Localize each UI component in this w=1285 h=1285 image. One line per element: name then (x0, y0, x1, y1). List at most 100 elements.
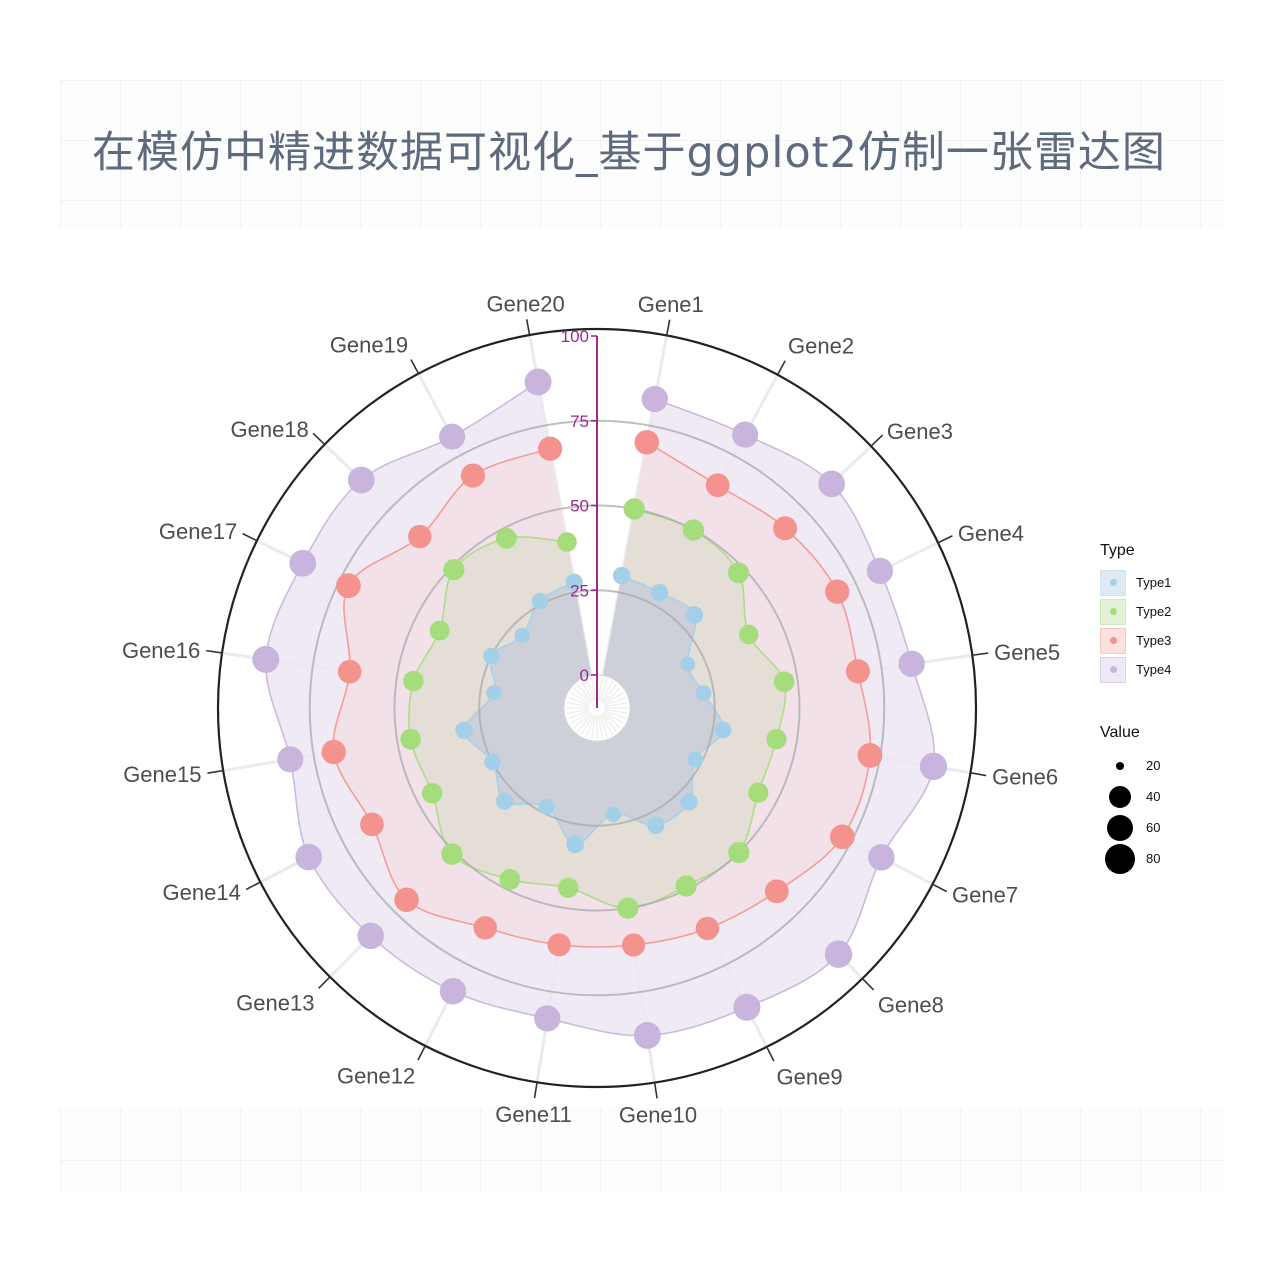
category-label-gene9: Gene9 (777, 1065, 843, 1090)
data-point-type3 (336, 573, 361, 599)
radial-axis-label: 50 (570, 497, 589, 516)
data-point-type4 (439, 978, 467, 1005)
data-point-type3 (460, 463, 485, 488)
data-point-type1 (486, 685, 502, 701)
data-point-type1 (495, 792, 514, 810)
radial-axis-label: 0 (580, 666, 589, 685)
value-legend-item-80: 80 (1100, 843, 1210, 874)
data-point-type1 (695, 685, 712, 701)
data-point-type2 (403, 670, 424, 692)
label-leader (932, 883, 948, 893)
data-point-type3 (634, 430, 659, 455)
center-hole-tick (576, 713, 593, 733)
legend-key-type3 (1100, 627, 1126, 654)
data-point-type1 (685, 606, 704, 624)
category-label-gene14: Gene14 (163, 880, 241, 905)
category-label-gene2: Gene2 (788, 333, 854, 358)
legend-label-type1: Type1 (1136, 575, 1172, 590)
legend-label-type4: Type4 (1136, 662, 1172, 677)
data-point-type1 (613, 566, 631, 585)
data-point-type1 (566, 835, 585, 854)
data-point-type3 (473, 916, 497, 940)
category-label-gene10: Gene10 (619, 1102, 697, 1127)
data-point-type1 (687, 751, 704, 768)
data-point-type2 (499, 869, 521, 890)
center-hole-tick (580, 680, 594, 702)
label-leader (242, 532, 258, 542)
category-label-gene12: Gene12 (337, 1063, 415, 1088)
label-leader (972, 652, 989, 657)
data-point-type4 (524, 368, 552, 396)
radial-axis-label: 100 (561, 327, 589, 346)
category-label-gene11: Gene11 (495, 1102, 572, 1127)
category-label-gene16: Gene16 (122, 638, 200, 663)
data-point-type4 (534, 1005, 561, 1032)
data-point-type4 (824, 940, 853, 968)
data-point-type4 (277, 746, 304, 773)
size-dot-icon (1116, 761, 1124, 770)
category-label-gene17: Gene17 (159, 519, 237, 544)
data-point-type2 (738, 624, 759, 645)
center-hole-tick (602, 687, 622, 704)
data-point-type1 (538, 798, 555, 815)
data-point-type4 (439, 423, 466, 450)
center-hole-tick (576, 683, 593, 703)
center-hole-tick (590, 715, 597, 739)
center-hole-tick (566, 701, 590, 708)
center-hole-tick (569, 711, 591, 725)
category-label-gene4: Gene4 (958, 521, 1024, 546)
data-point-type1 (514, 627, 530, 644)
data-point-type1 (531, 592, 549, 610)
legend-label-type2: Type2 (1136, 604, 1172, 619)
data-point-type2 (429, 620, 450, 641)
data-point-type2 (623, 498, 645, 520)
center-hole-tick (580, 714, 594, 736)
data-point-type2 (421, 782, 443, 804)
label-leader (765, 1046, 775, 1062)
value-legend-item-60: 60 (1100, 812, 1210, 843)
category-label-gene7: Gene7 (952, 882, 1018, 907)
center-hole-tick (572, 687, 592, 704)
label-leader (937, 535, 953, 544)
category-label-gene20: Gene20 (486, 291, 564, 316)
data-point-type2 (766, 729, 787, 750)
data-point-type3 (547, 933, 571, 957)
data-point-type1 (455, 721, 473, 740)
label-leader (970, 772, 987, 777)
label-leader (312, 432, 326, 446)
data-point-type4 (868, 844, 895, 871)
center-hole-tick (603, 691, 625, 705)
data-point-type1 (605, 806, 622, 823)
center-hole-tick (604, 701, 628, 708)
type-legend: Type Type1 Type2 Type3 Type4 (1100, 542, 1210, 684)
label-leader (318, 976, 331, 989)
center-hole-tick (604, 710, 627, 720)
label-leader (245, 881, 261, 891)
legend-key-type1 (1100, 569, 1126, 596)
data-point-type4 (295, 843, 323, 871)
data-point-type3 (845, 659, 871, 684)
outer-circle (216, 327, 978, 1089)
category-label-gene18: Gene18 (230, 417, 308, 442)
data-point-type1 (680, 656, 696, 672)
data-point-type2 (682, 519, 705, 541)
center-hole-tick (601, 713, 618, 733)
category-label-gene19: Gene19 (330, 332, 408, 357)
category-label-gene6: Gene6 (992, 765, 1058, 790)
center-hole-tick (566, 708, 590, 715)
data-point-type3 (825, 579, 850, 604)
data-point-type2 (443, 558, 465, 581)
data-point-type3 (321, 739, 346, 765)
data-point-type2 (558, 877, 579, 899)
data-point-type4 (347, 466, 375, 494)
data-point-type1 (650, 583, 669, 602)
category-label-gene8: Gene8 (878, 992, 944, 1017)
data-point-type1 (483, 647, 500, 665)
label-leader (207, 769, 224, 774)
data-point-type3 (705, 473, 730, 498)
center-hole-tick (601, 683, 618, 703)
data-point-type4 (633, 1022, 661, 1049)
legend-key-type2 (1100, 598, 1126, 625)
legend-item-type2: Type2 (1100, 597, 1210, 626)
